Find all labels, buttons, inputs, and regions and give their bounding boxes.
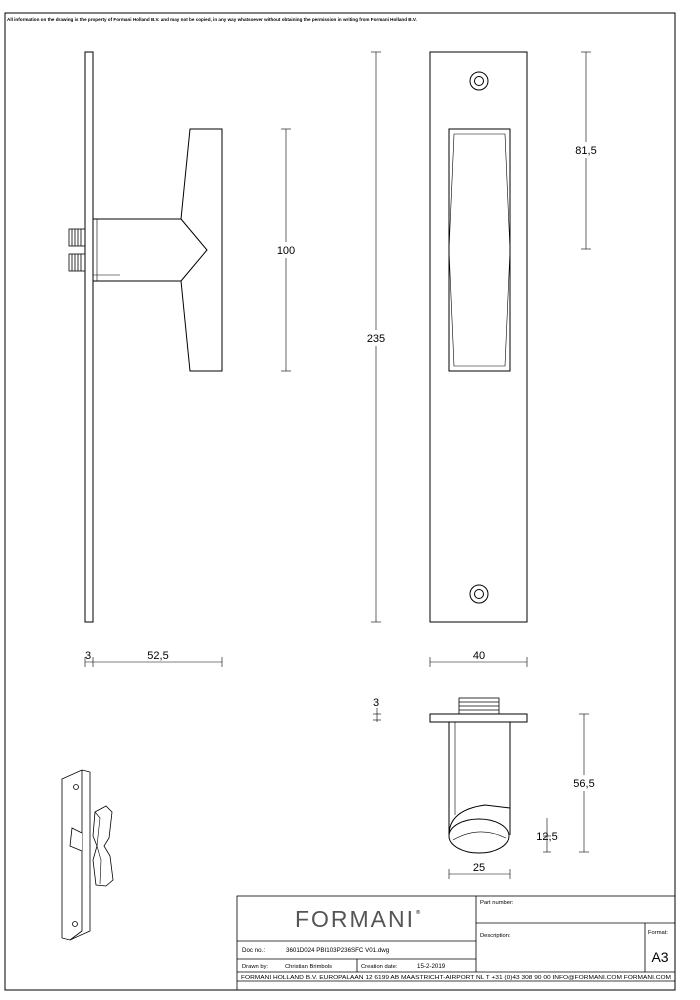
drawn-by-value: Christian Brimbols — [285, 964, 332, 970]
title-block — [236, 895, 676, 991]
drawn-by-label: Drawn by: — [242, 964, 268, 970]
dimension-25 — [448, 869, 511, 879]
dimension-52-5-label: 52,5 — [147, 650, 168, 662]
isometric-view — [61, 769, 114, 941]
registered-mark: ® — [416, 909, 421, 916]
doc-no-value: 3601D024 PBI103P236SFC V01.dwg — [286, 947, 390, 954]
side-view-handle — [93, 128, 223, 372]
dimension-81-5-label: 81,5 — [575, 145, 596, 157]
dimension-3-label: 3 — [85, 650, 91, 662]
footer-address: FORMANI HOLLAND B.V. EUROPALAAN 12 6199 … — [241, 975, 671, 981]
part-number-label: Part number: — [480, 900, 514, 906]
dimension-3-and-52-5 — [84, 657, 223, 667]
bottom-view — [429, 697, 528, 854]
creation-date-label: Creation date: — [361, 964, 398, 970]
side-view-handle-ridge — [180, 218, 208, 282]
isometric-handle — [92, 805, 114, 887]
bottom-view-spindle — [458, 697, 500, 715]
copyright-notice: All information on the drawing is the pr… — [7, 17, 417, 22]
dimension-12-5-label: 12,5 — [536, 831, 557, 843]
dimension-235-label: 235 — [367, 333, 385, 345]
format-label: Format: — [648, 930, 668, 936]
front-view — [429, 51, 528, 623]
dimension-3-rose — [373, 708, 381, 722]
front-view-handle — [448, 128, 511, 372]
front-view-backplate — [429, 51, 528, 623]
bottom-view-backplate — [429, 713, 528, 723]
top-screw-hole — [469, 71, 489, 91]
formani-logo: FORMANI — [295, 906, 415, 932]
bottom-view-grip — [448, 722, 511, 835]
side-view — [68, 51, 223, 623]
dimension-56-5-label: 56,5 — [573, 778, 594, 790]
format-value: A3 — [651, 949, 668, 965]
dimension-3-rose-label: 3 — [373, 697, 379, 709]
dimension-40-label: 40 — [473, 650, 485, 662]
dimension-12-5 — [543, 818, 551, 853]
bottom-view-grip-end — [448, 818, 510, 854]
isometric-backplate — [61, 769, 91, 941]
creation-date-value: 15-2-2019 — [417, 963, 446, 970]
bottom-screw-hole — [469, 584, 489, 604]
description-label: Description: — [480, 933, 511, 939]
dimension-40 — [429, 657, 528, 667]
side-view-spindle-nuts — [68, 228, 86, 272]
doc-no-label: Doc no.: — [242, 947, 265, 954]
dimension-25-label: 25 — [473, 862, 485, 874]
side-view-backplate — [84, 51, 94, 623]
dimension-100-label: 100 — [277, 245, 295, 257]
